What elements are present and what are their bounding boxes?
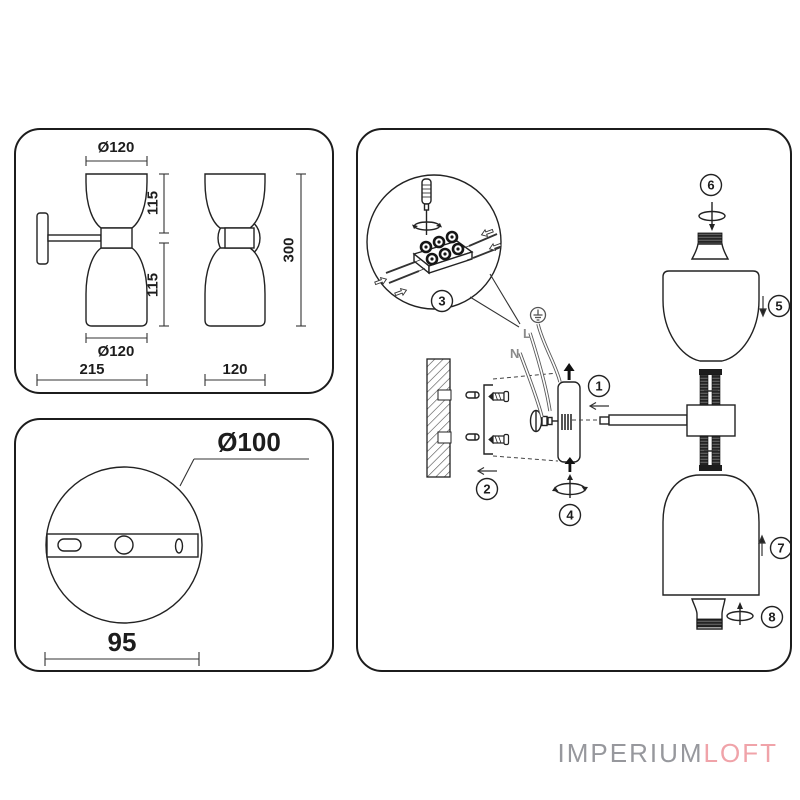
svg-text:3: 3 bbox=[438, 294, 445, 309]
front-side-view-drawing: Ø120 115 115 Ø120 215 bbox=[36, 139, 306, 386]
step-2-badge: 2 bbox=[475, 477, 499, 501]
wiring-detail-circle bbox=[366, 174, 521, 328]
step-8-badge: 8 bbox=[760, 605, 784, 629]
dimension-lines: Ø120 115 115 Ø120 215 bbox=[36, 139, 306, 386]
plate-dimensions: Ø100 95 bbox=[44, 427, 309, 666]
sconce-side-view bbox=[204, 173, 266, 327]
dim-bottom-diameter: Ø120 bbox=[98, 343, 135, 360]
insert-up-arrow bbox=[563, 363, 575, 380]
detail-wires bbox=[385, 233, 502, 284]
dim-lower-height: 115 bbox=[145, 273, 162, 297]
svg-text:8: 8 bbox=[768, 610, 775, 625]
slot-right bbox=[174, 538, 184, 554]
dim-plate-diameter: Ø100 bbox=[217, 427, 281, 457]
step-7-badge: 7 bbox=[769, 536, 790, 560]
svg-text:7: 7 bbox=[777, 541, 784, 556]
step-badges: 1 2 3 4 5 6 7 8 bbox=[430, 173, 790, 629]
shade-lower bbox=[85, 247, 148, 327]
mains-wires bbox=[518, 323, 562, 418]
dim-hole-spacing: 95 bbox=[108, 627, 137, 657]
thumb-screw bbox=[552, 457, 588, 498]
slot-left bbox=[57, 538, 82, 552]
finial-top bbox=[690, 202, 730, 260]
assembly-drawing: L N 1 2 3 4 5 6 7 8 bbox=[366, 173, 790, 630]
dim-top-diameter: Ø120 bbox=[98, 139, 135, 156]
detail-direction-arrows bbox=[374, 228, 502, 297]
step-1-badge: 1 bbox=[587, 374, 611, 398]
hole-center bbox=[114, 535, 134, 555]
brand-logo: IMPERIUMLOFT bbox=[558, 738, 778, 769]
terminal-block bbox=[412, 230, 474, 275]
finial-bottom bbox=[691, 598, 754, 630]
screwdriver bbox=[412, 178, 442, 235]
shade-upper-part bbox=[662, 270, 760, 362]
panel-mount-plate: Ø100 95 bbox=[14, 418, 334, 672]
step-5-badge: 5 bbox=[767, 294, 790, 318]
mount-bar bbox=[46, 533, 199, 558]
arm-assembly bbox=[599, 369, 736, 471]
center-hub bbox=[686, 404, 736, 437]
mounting-bracket bbox=[483, 372, 559, 462]
sconce-front-view bbox=[85, 173, 148, 327]
step-4-badge: 4 bbox=[558, 503, 582, 527]
step-arrows bbox=[476, 296, 767, 556]
svg-text:5: 5 bbox=[775, 299, 782, 314]
wire-label-live: L bbox=[523, 326, 531, 341]
mount-plate-drawing: Ø100 95 bbox=[44, 427, 309, 666]
step-6-badge: 6 bbox=[699, 173, 723, 197]
panel-assembly-instructions: L N 1 2 3 4 5 6 7 8 bbox=[356, 128, 792, 672]
dim-upper-height: 115 bbox=[145, 191, 162, 215]
wall-anchor bbox=[465, 391, 480, 441]
terminal-connector bbox=[529, 409, 558, 433]
brand-name-secondary: LOFT bbox=[703, 738, 778, 768]
dome-lower-part bbox=[662, 474, 760, 596]
dim-side-width: 120 bbox=[222, 361, 247, 378]
svg-text:1: 1 bbox=[595, 379, 602, 394]
dim-total-height: 300 bbox=[281, 237, 298, 262]
mounting-screw bbox=[488, 390, 510, 446]
panel-dimension-views: Ø120 115 115 Ø120 215 bbox=[14, 128, 334, 394]
wall-section bbox=[426, 358, 452, 478]
shade-upper bbox=[85, 173, 148, 229]
svg-text:2: 2 bbox=[483, 482, 490, 497]
waist-cylinder bbox=[100, 227, 133, 249]
step-3-badge: 3 bbox=[430, 289, 454, 313]
wall-plate bbox=[36, 212, 102, 265]
brand-name-primary: IMPERIUM bbox=[557, 738, 704, 768]
svg-text:6: 6 bbox=[707, 178, 714, 193]
svg-text:4: 4 bbox=[566, 508, 574, 523]
ground-symbol bbox=[529, 306, 547, 324]
dim-total-width: 215 bbox=[79, 361, 104, 378]
wire-label-neutral: N bbox=[510, 346, 519, 361]
